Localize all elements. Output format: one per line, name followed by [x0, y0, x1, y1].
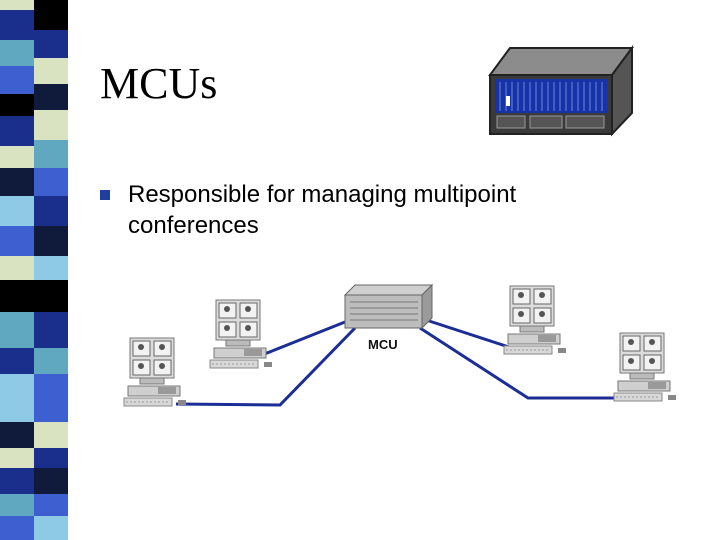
workstation-icon-left-near [209, 299, 273, 369]
mcu-device-icon: MCU [343, 283, 434, 352]
mcu-hardware-icon [488, 44, 634, 137]
bullet-square-icon [100, 190, 110, 200]
slide-title: MCUs [100, 59, 218, 108]
mcu-label: MCU [368, 337, 398, 352]
decorative-stripe [0, 0, 68, 540]
bullet-text: Responsible for managing multipoint conf… [128, 181, 517, 239]
network-links [175, 316, 620, 407]
workstation-icon-right-near [503, 285, 567, 355]
workstation-icon-left-far [123, 337, 187, 407]
workstation-icon-right-far [613, 332, 677, 402]
